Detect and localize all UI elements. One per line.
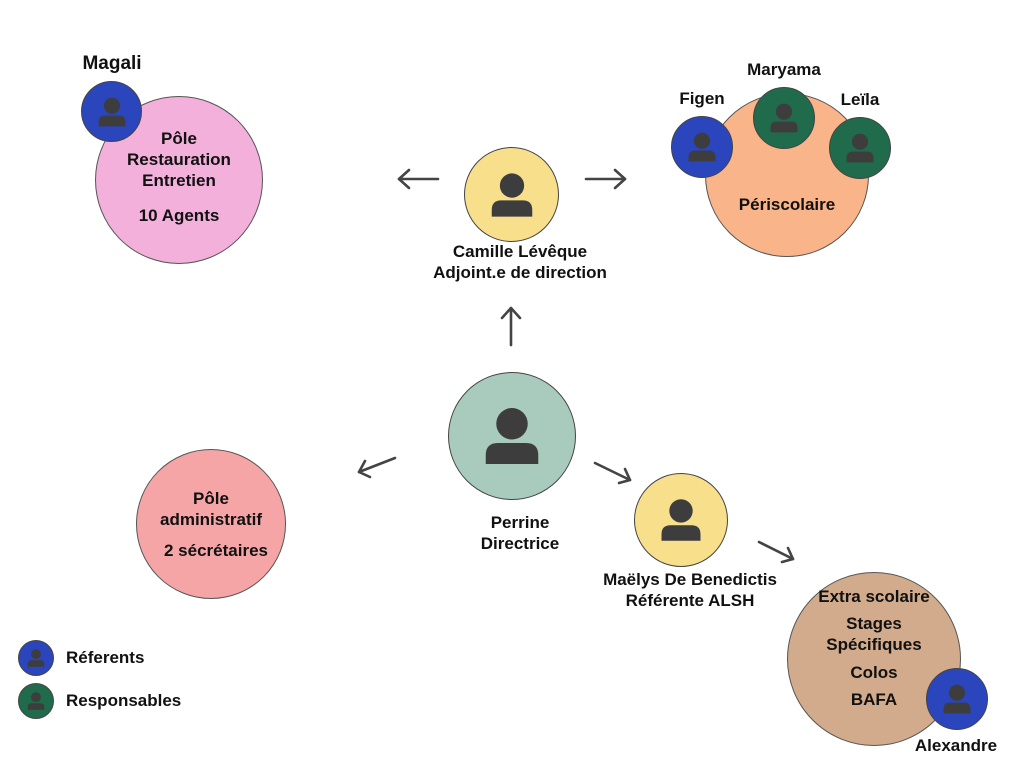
referent-swatch	[18, 640, 54, 676]
legend-referents: Réferents	[18, 640, 144, 676]
legend-referents-label: Réferents	[66, 648, 145, 667]
magali-avatar[interactable]	[81, 81, 142, 142]
arrow-down-right-icon-2	[757, 540, 795, 564]
arrow-right-icon	[584, 168, 627, 190]
director-name: Perrine	[490, 513, 550, 532]
periscolaire-title: Périscolaire	[738, 195, 836, 214]
figen-avatar[interactable]	[671, 116, 733, 178]
director-role: Directrice	[480, 534, 560, 553]
figen-label: Figen	[679, 89, 725, 108]
deputy-label: Camille Lévêque Adjoint.e de direction	[400, 241, 640, 283]
arrow-down-right-icon	[593, 461, 632, 485]
legend-responsables-label: Responsables	[66, 691, 182, 710]
extrascolaire-line2: Stages	[846, 614, 902, 633]
maryama-avatar[interactable]	[753, 87, 815, 149]
extrascolaire-text: Extra scolaire Stages Spécifiques Colos …	[787, 586, 961, 710]
director-label: Perrine Directrice	[440, 512, 600, 554]
person-icon	[25, 647, 47, 669]
person-icon	[684, 129, 720, 165]
extrascolaire-line1: Extra scolaire	[818, 587, 930, 606]
extrascolaire-line3: Spécifiques	[826, 635, 922, 654]
alsh-role: Référente ALSH	[625, 591, 755, 610]
extrascolaire-line4: Colos	[850, 663, 898, 682]
responsable-swatch	[18, 683, 54, 719]
extrascolaire-line5: BAFA	[850, 690, 898, 709]
restauration-text: Pôle Restauration Entretien 10 Agents	[95, 128, 263, 226]
deputy-role: Adjoint.e de direction	[433, 263, 607, 282]
person-icon	[25, 690, 47, 712]
person-icon	[939, 681, 975, 717]
person-icon	[477, 401, 547, 471]
restauration-line1: Pôle	[161, 129, 197, 148]
administratif-line3: 2 sécrétaires	[164, 541, 268, 560]
person-icon	[766, 100, 802, 136]
leila-avatar[interactable]	[829, 117, 891, 179]
deputy-avatar[interactable]	[464, 147, 559, 242]
restauration-line2: Restauration	[127, 150, 231, 169]
restauration-line4: 10 Agents	[138, 206, 220, 225]
leila-label: Leïla	[840, 90, 880, 109]
maryama-label: Maryama	[747, 60, 821, 79]
alexandre-label: Alexandre	[914, 736, 998, 755]
alsh-avatar[interactable]	[634, 473, 728, 567]
alsh-name: Maëlys De Benedictis	[603, 570, 777, 589]
administratif-line1: Pôle	[193, 489, 229, 508]
arrow-down-left-icon	[357, 456, 397, 479]
arrow-left-icon	[397, 168, 440, 190]
legend-responsables: Responsables	[18, 683, 181, 719]
person-icon	[842, 130, 878, 166]
person-icon	[655, 494, 707, 546]
alsh-label: Maëlys De Benedictis Référente ALSH	[570, 569, 810, 611]
person-icon	[94, 94, 130, 130]
magali-label: Magali	[82, 53, 142, 74]
arrow-up-icon	[500, 306, 522, 347]
deputy-name: Camille Lévêque	[452, 242, 588, 261]
alexandre-avatar[interactable]	[926, 668, 988, 730]
administratif-circle	[136, 449, 286, 599]
restauration-line3: Entretien	[142, 171, 216, 190]
director-avatar[interactable]	[448, 372, 576, 500]
administratif-text: Pôle administratif 2 sécrétaires	[136, 488, 286, 561]
administratif-line2: administratif	[159, 510, 263, 529]
person-icon	[485, 168, 539, 222]
